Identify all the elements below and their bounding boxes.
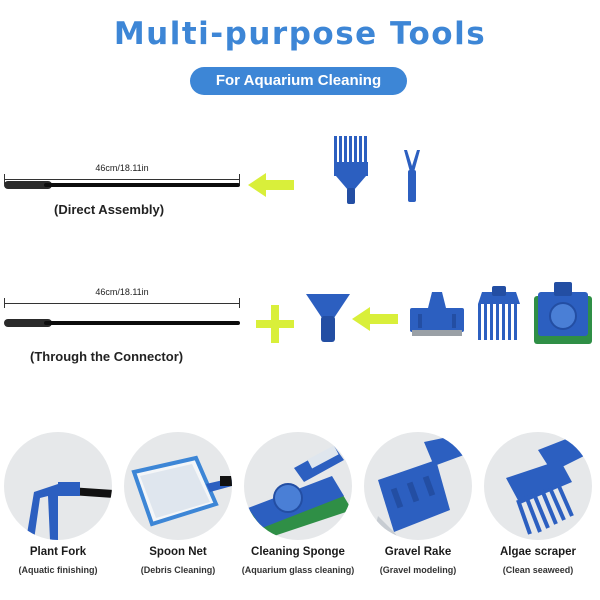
tool-image-spoon-net	[124, 432, 232, 540]
extension-rod	[4, 319, 240, 327]
tool-name: Cleaning Sponge	[251, 546, 345, 558]
tool-description: (Clean seaweed)	[502, 565, 574, 575]
cleaning-sponge-icon	[534, 282, 592, 344]
tool-name: Gravel Rake	[384, 546, 452, 558]
connector-assembly-caption: (Through the Connector)	[30, 349, 184, 364]
rod-grip	[4, 181, 52, 189]
plus-icon	[256, 305, 294, 343]
length-label: 46cm/18.11in	[95, 163, 149, 173]
algae-scraper-icon	[478, 286, 520, 340]
tool-image-plant-fork	[4, 432, 112, 540]
rod-grip	[4, 319, 52, 327]
rod-shaft	[44, 321, 240, 325]
tool-image-gravel-rake	[364, 432, 472, 540]
tool-description: (Aquarium glass cleaning)	[241, 565, 355, 575]
tool-image-cleaning-sponge	[244, 432, 352, 540]
tool-name: Spoon Net	[149, 546, 207, 558]
tool-name: Algae scraper	[499, 546, 577, 558]
tool-description: (Gravel modeling)	[379, 565, 457, 575]
left-arrow-icon	[352, 307, 398, 331]
page-title: Multi-purpose Tools	[113, 16, 487, 52]
tool-name: Plant Fork	[29, 546, 87, 558]
tool-description: (Aquatic finishing)	[18, 565, 98, 575]
left-arrow-icon	[248, 173, 294, 197]
direct-assembly-caption: (Direct Assembly)	[54, 202, 165, 217]
subtitle-badge: For Aquarium Cleaning	[190, 67, 407, 95]
gravel-rake-icon	[410, 292, 464, 336]
rod-shaft	[44, 183, 240, 187]
tool-description: (Debris Cleaning)	[140, 565, 216, 575]
plant-fork-icon	[404, 150, 420, 202]
length-dimension: 46cm/18.11in	[4, 163, 240, 184]
extension-rod	[4, 181, 240, 189]
length-label: 46cm/18.11in	[95, 287, 149, 297]
tool-image-algae-scraper	[484, 432, 592, 540]
rake-head-icon	[334, 136, 368, 204]
connector-icon	[306, 294, 350, 342]
length-dimension: 46cm/18.11in	[4, 287, 240, 308]
